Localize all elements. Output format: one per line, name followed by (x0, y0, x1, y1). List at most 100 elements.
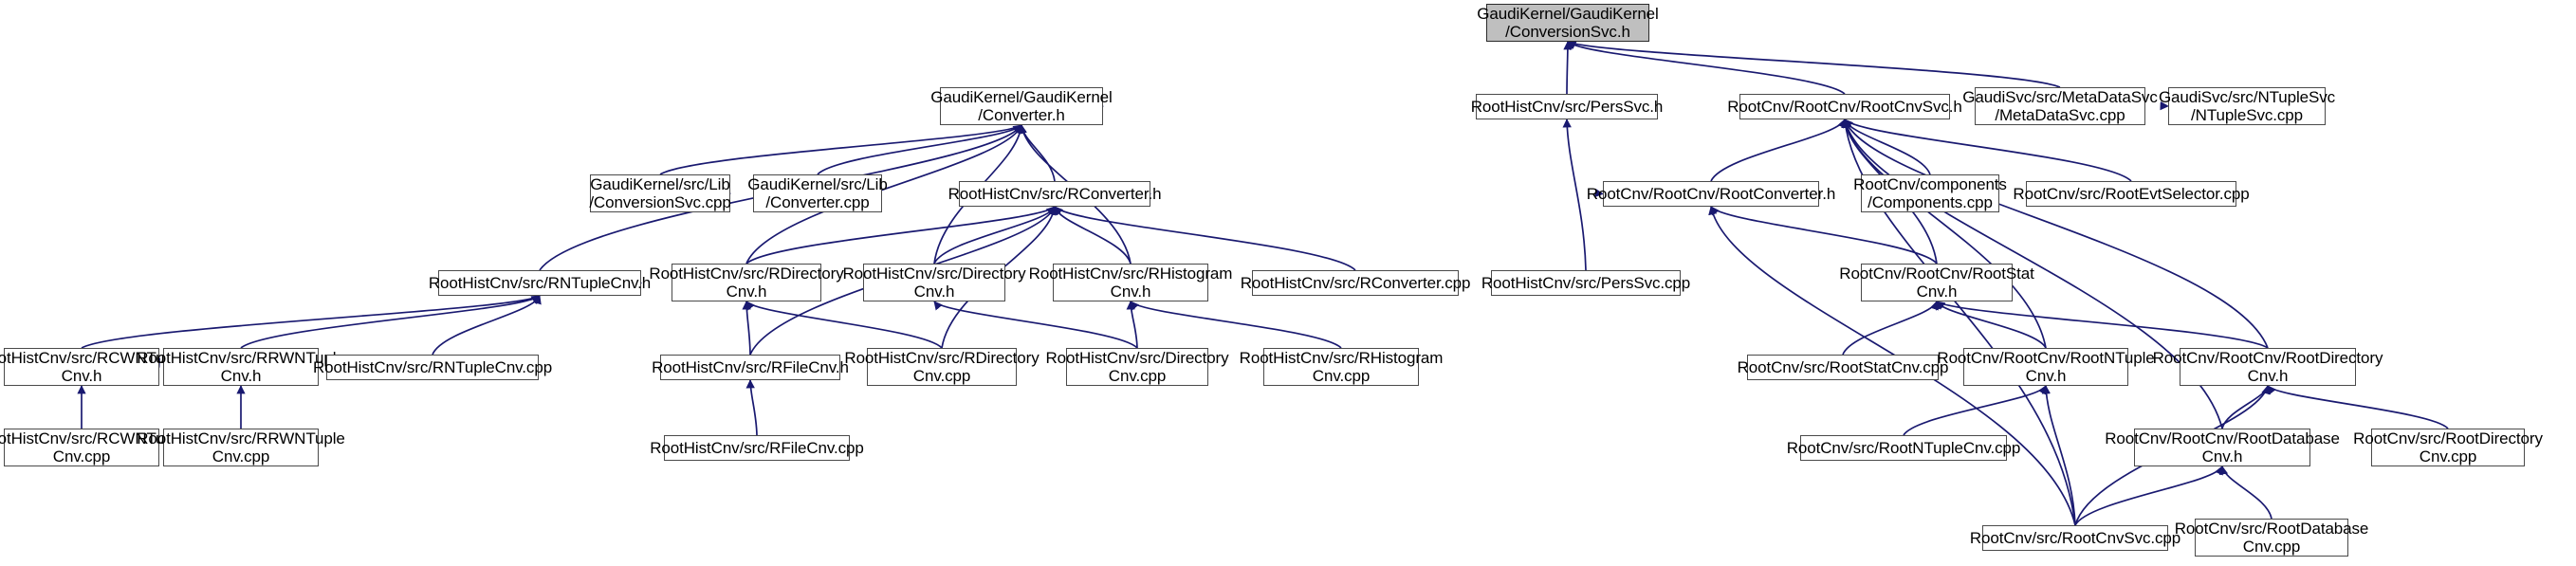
graph-edge (933, 206, 1057, 265)
graph-edge (1843, 119, 2269, 349)
graph-node-label: RootHistCnv/src/RNTupleCnv.cpp (312, 357, 553, 376)
graph-node-label: RootHistCnv/src/PersSvc.cpp (1481, 273, 1691, 292)
graph-edge (1018, 124, 1056, 182)
graph-edge (1842, 301, 1939, 356)
graph-node-label: RootCnv/src/RootDirectory Cnv.cpp (2353, 429, 2543, 466)
graph-node-label: RootCnv/components /Components.cpp (1853, 174, 2007, 211)
graph-edge (742, 301, 751, 356)
graph-node-label: GaudiKernel/GaudiKernel /ConversionSvc.h (1477, 4, 1659, 41)
graph-node-label: RootCnv/src/RootDatabase Cnv.cpp (2174, 519, 2369, 556)
graph-edge (745, 379, 758, 436)
graph-edge (432, 295, 542, 356)
graph-node[interactable]: RootCnv/src/RootStatCnv.cpp (1738, 355, 1949, 380)
graph-node-label: RootCnv/RootCnv/RootStat Cnv.h (1839, 264, 2034, 301)
graph-node-label: RootHistCnv/src/RConverter.h (948, 184, 1162, 203)
graph-edge (2218, 466, 2272, 520)
graph-node[interactable]: RootCnv/src/RootDirectory Cnv.cpp (2353, 429, 2543, 466)
graph-node[interactable]: GaudiKernel/src/Lib /Converter.cpp (747, 174, 888, 212)
graph-edge (1936, 301, 2269, 349)
graph-edge (240, 295, 541, 349)
graph-node[interactable]: RootHistCnv/src/PersSvc.cpp (1481, 270, 1690, 296)
graph-edge (1936, 301, 2047, 349)
graph-edge (1842, 119, 1931, 175)
graph-node[interactable]: RootHistCnv/src/RFileCnv.h (652, 355, 849, 380)
graph-edge (2267, 385, 2449, 429)
graph-node[interactable]: RootCnv/src/RootEvtSelector.cpp (2013, 181, 2250, 207)
graph-node-label: GaudiSvc/src/MetaDataSvc /MetaDataSvc.cp… (1962, 87, 2158, 124)
graph-node-label: GaudiKernel/GaudiKernel /Converter.h (930, 87, 1113, 124)
graph-edge (659, 124, 1022, 175)
graph-node[interactable]: RootHistCnv/src/RFileCnv.cpp (650, 435, 864, 461)
graph-node[interactable]: RootHistCnv/src/RNTupleCnv.h (429, 270, 651, 296)
graph-node-label: GaudiKernel/src/Lib /Converter.cpp (747, 174, 888, 211)
graph-node[interactable]: RootHistCnv/src/RDirectory Cnv.h (649, 264, 844, 301)
graph-edge (1903, 385, 2047, 436)
graph-node[interactable]: RootHistCnv/src/RConverter.h (948, 181, 1162, 207)
graph-node[interactable]: RootCnv/src/RootNTupleCnv.cpp (1787, 435, 2020, 461)
graph-node[interactable]: GaudiKernel/src/Lib /ConversionSvc.cpp (589, 174, 731, 212)
graph-edge (1710, 119, 1847, 182)
graph-node[interactable]: RootHistCnv/src/Directory Cnv.h (842, 264, 1026, 301)
graph-node-label: RootCnv/RootCnv/RootConverter.h (1586, 184, 1836, 203)
graph-node-label: RootHistCnv/src/PersSvc.h (1470, 97, 1664, 116)
graph-edge (1710, 206, 1938, 265)
graph-edge (1567, 41, 1846, 95)
graph-node[interactable]: GaudiSvc/src/NTupleSvc /NTupleSvc.cpp (2159, 87, 2335, 125)
graph-node-label: GaudiSvc/src/NTupleSvc /NTupleSvc.cpp (2158, 87, 2336, 124)
graph-node[interactable]: RootHistCnv/src/RConverter.cpp (1241, 270, 1470, 296)
graph-node[interactable]: RootHistCnv/src/RCWNTuple Cnv.h (0, 348, 186, 386)
graph-edge (1052, 206, 1132, 265)
graph-node-label: RootHistCnv/src/RFileCnv.cpp (650, 438, 864, 457)
graph-edge (933, 301, 1138, 349)
graph-edge (745, 206, 1056, 265)
graph-node-label: RootHistCnv/src/Directory Cnv.cpp (1045, 348, 1229, 385)
graph-node-label: RootCnv/src/RootNTupleCnv.cpp (1786, 438, 2021, 457)
graph-node[interactable]: RootCnv/components /Components.cpp (1853, 174, 2007, 212)
graph-node[interactable]: RootCnv/RootCnv/RootStat Cnv.h (1839, 264, 2034, 301)
graph-node[interactable]: GaudiSvc/src/MetaDataSvc /MetaDataSvc.cp… (1962, 87, 2158, 125)
graph-node[interactable]: RootHistCnv/src/RHistogram Cnv.h (1029, 264, 1232, 301)
graph-node-label: RootHistCnv/src/Directory Cnv.h (842, 264, 1026, 301)
graph-node-label: RootCnv/RootCnv/RootNTuple Cnv.h (1937, 348, 2155, 385)
graph-node[interactable]: RootHistCnv/src/RHistogram Cnv.cpp (1240, 348, 1443, 386)
graph-node-label: RootCnv/src/RootStatCnv.cpp (1737, 357, 1949, 376)
graph-edge (1054, 206, 1356, 271)
graph-node-label: RootHistCnv/src/RNTupleCnv.h (428, 273, 652, 292)
graph-node[interactable]: RootHistCnv/src/RNTupleCnv.cpp (313, 355, 552, 380)
graph-node-label: RootHistCnv/src/RCWNTuple Cnv.cpp (0, 429, 186, 466)
graph-node[interactable]: RootHistCnv/src/PersSvc.h (1471, 94, 1663, 119)
graph-node-label: RootHistCnv/src/RConverter.cpp (1240, 273, 1471, 292)
graph-node[interactable]: RootHistCnv/src/RCWNTuple Cnv.cpp (0, 429, 186, 466)
graph-node[interactable]: RootHistCnv/src/Directory Cnv.cpp (1045, 348, 1229, 386)
graph-node[interactable]: RootCnv/src/RootDatabase Cnv.cpp (2175, 519, 2368, 557)
graph-node-label: GaudiKernel/src/Lib /ConversionSvc.cpp (589, 174, 731, 211)
graph-edge (817, 124, 1022, 175)
graph-node[interactable]: RootCnv/RootCnv/RootNTuple Cnv.h (1937, 348, 2155, 386)
graph-node[interactable]: RootCnv/RootCnv/RootDirectory Cnv.h (2153, 348, 2383, 386)
graph-node-label: RootHistCnv/src/RRWNTuple Cnv.cpp (137, 429, 345, 466)
graph-node-label: RootCnv/src/RootCnvSvc.cpp (1969, 528, 2181, 547)
graph-edge (1567, 41, 2061, 88)
graph-node[interactable]: RootCnv/RootCnv/RootCnvSvc.h (1727, 94, 1962, 119)
graph-node-label: RootCnv/RootCnv/RootDatabase Cnv.h (2105, 429, 2340, 466)
graph-node-label: RootHistCnv/src/RDirectory Cnv.h (649, 264, 844, 301)
graph-node[interactable]: RootHistCnv/src/RRWNTuple Cnv.h (137, 348, 345, 386)
graph-node[interactable]: RootCnv/RootCnv/RootConverter.h (1587, 181, 1835, 207)
graph-edge (2074, 466, 2223, 526)
graph-edge (2041, 385, 2076, 526)
graph-edge (2221, 385, 2271, 429)
graph-node-label: RootHistCnv/src/RDirectory Cnv.cpp (844, 348, 1040, 385)
graph-node-label: RootHistCnv/src/RHistogram Cnv.h (1028, 264, 1233, 301)
graph-node[interactable]: RootHistCnv/src/RRWNTuple Cnv.cpp (137, 429, 345, 466)
graph-node[interactable]: GaudiKernel/GaudiKernel /Converter.h (930, 87, 1113, 125)
graph-node-label: RootHistCnv/src/RRWNTuple Cnv.h (137, 348, 345, 385)
graph-node[interactable]: RootCnv/RootCnv/RootDatabase Cnv.h (2105, 429, 2340, 466)
graph-node-label: RootCnv/RootCnv/RootCnvSvc.h (1727, 97, 1962, 116)
graph-node[interactable]: RootCnv/src/RootCnvSvc.cpp (1970, 525, 2180, 551)
graph-edge (1130, 301, 1342, 349)
graph-node[interactable]: RootHistCnv/src/RDirectory Cnv.cpp (844, 348, 1040, 386)
graph-node-label: RootCnv/RootCnv/RootDirectory Cnv.h (2152, 348, 2383, 385)
graph-node-label: RootHistCnv/src/RCWNTuple Cnv.h (0, 348, 186, 385)
graph-node-root[interactable]: GaudiKernel/GaudiKernel /ConversionSvc.h (1477, 4, 1659, 42)
